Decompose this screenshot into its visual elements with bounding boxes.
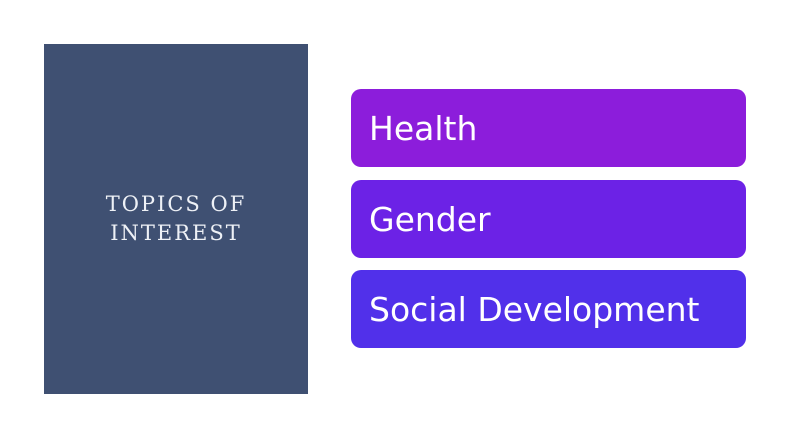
topic-label: Health [369,108,478,148]
topic-gender: Gender [351,180,746,258]
topic-label: Social Development [369,289,700,329]
topic-label: Gender [369,199,491,239]
title-panel: TOPICS OF INTEREST [44,44,308,394]
panel-title: TOPICS OF INTEREST [105,192,247,245]
topic-social-development: Social Development [351,270,746,348]
topic-health: Health [351,89,746,167]
